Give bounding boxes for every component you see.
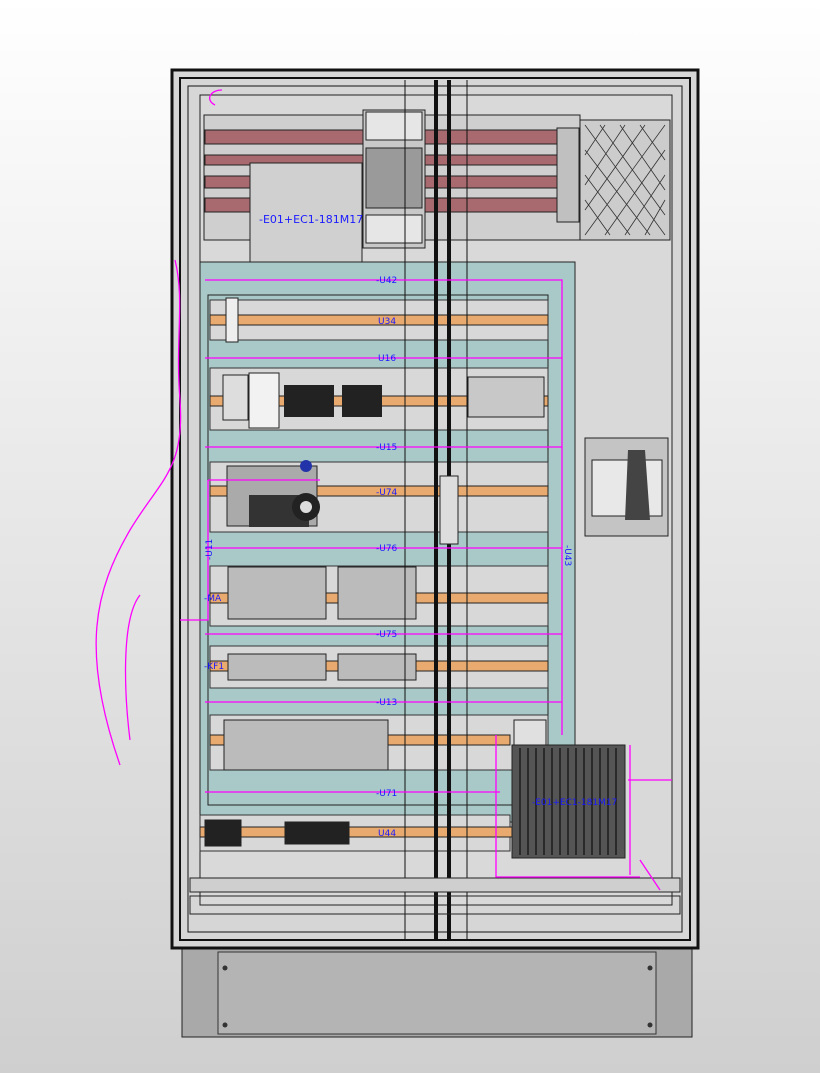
- label-u76: -U76: [376, 544, 398, 554]
- door-seam: [404, 80, 468, 940]
- label-u75: -U75: [376, 630, 397, 640]
- annotation-lines: [95, 89, 672, 891]
- label-u42: -U42: [376, 276, 397, 286]
- label-u34: U34: [378, 317, 396, 327]
- main-breaker: [362, 109, 426, 249]
- top-device-label: -E01+EC1-181M17: [259, 213, 363, 226]
- label-u16: U16: [378, 354, 396, 364]
- plinth: [181, 947, 693, 1038]
- label-contactor-row: -MA: [204, 594, 222, 604]
- label-u74: -U74: [376, 488, 398, 498]
- components: [204, 297, 547, 847]
- terminal-strip: [189, 877, 681, 915]
- label-u15: -U15: [376, 443, 397, 453]
- label-u13: -U13: [376, 698, 397, 708]
- label-u71: -U71: [376, 789, 397, 799]
- bottom-device-label: -E01+EC1-181M17: [532, 798, 617, 808]
- rail-labels: -U42 U34 U16 -U15 -U74 -U76 -U75 -U13 -U…: [204, 276, 572, 839]
- main-switch: [584, 437, 669, 537]
- label-relay-row: -KF1: [204, 662, 224, 672]
- label-u11: -U11: [205, 539, 215, 560]
- label-u44: U44: [378, 829, 396, 839]
- heatsink: -E01+EC1-181M17: [511, 744, 626, 859]
- fan-grille: [556, 119, 671, 241]
- label-u43: -U43: [562, 545, 572, 566]
